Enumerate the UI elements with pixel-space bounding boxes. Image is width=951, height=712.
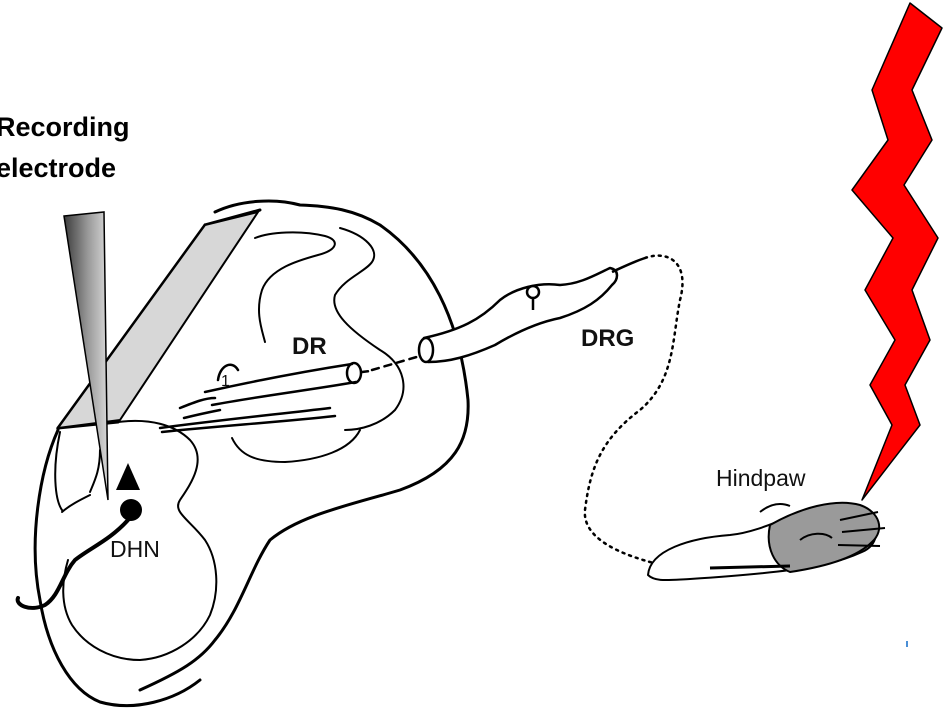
neuron-soma bbox=[120, 499, 142, 521]
dr-label: DR bbox=[292, 333, 327, 361]
dhn-label: DHN bbox=[110, 536, 160, 563]
blue-mark bbox=[906, 641, 908, 647]
drg-label: DRG bbox=[581, 325, 634, 353]
electrode-label-line2: electrode bbox=[0, 151, 116, 185]
hindpaw-label: Hindpaw bbox=[716, 465, 806, 492]
lightning-bolt-icon bbox=[852, 3, 942, 500]
lamina-label: 1 bbox=[221, 373, 230, 391]
hindpaw-illustration bbox=[648, 503, 885, 580]
triangle-soma-icon bbox=[116, 463, 140, 490]
recording-electrode bbox=[64, 212, 108, 500]
electrode-label-line1: Recording bbox=[0, 110, 130, 144]
peripheral-nerve bbox=[585, 256, 710, 566]
